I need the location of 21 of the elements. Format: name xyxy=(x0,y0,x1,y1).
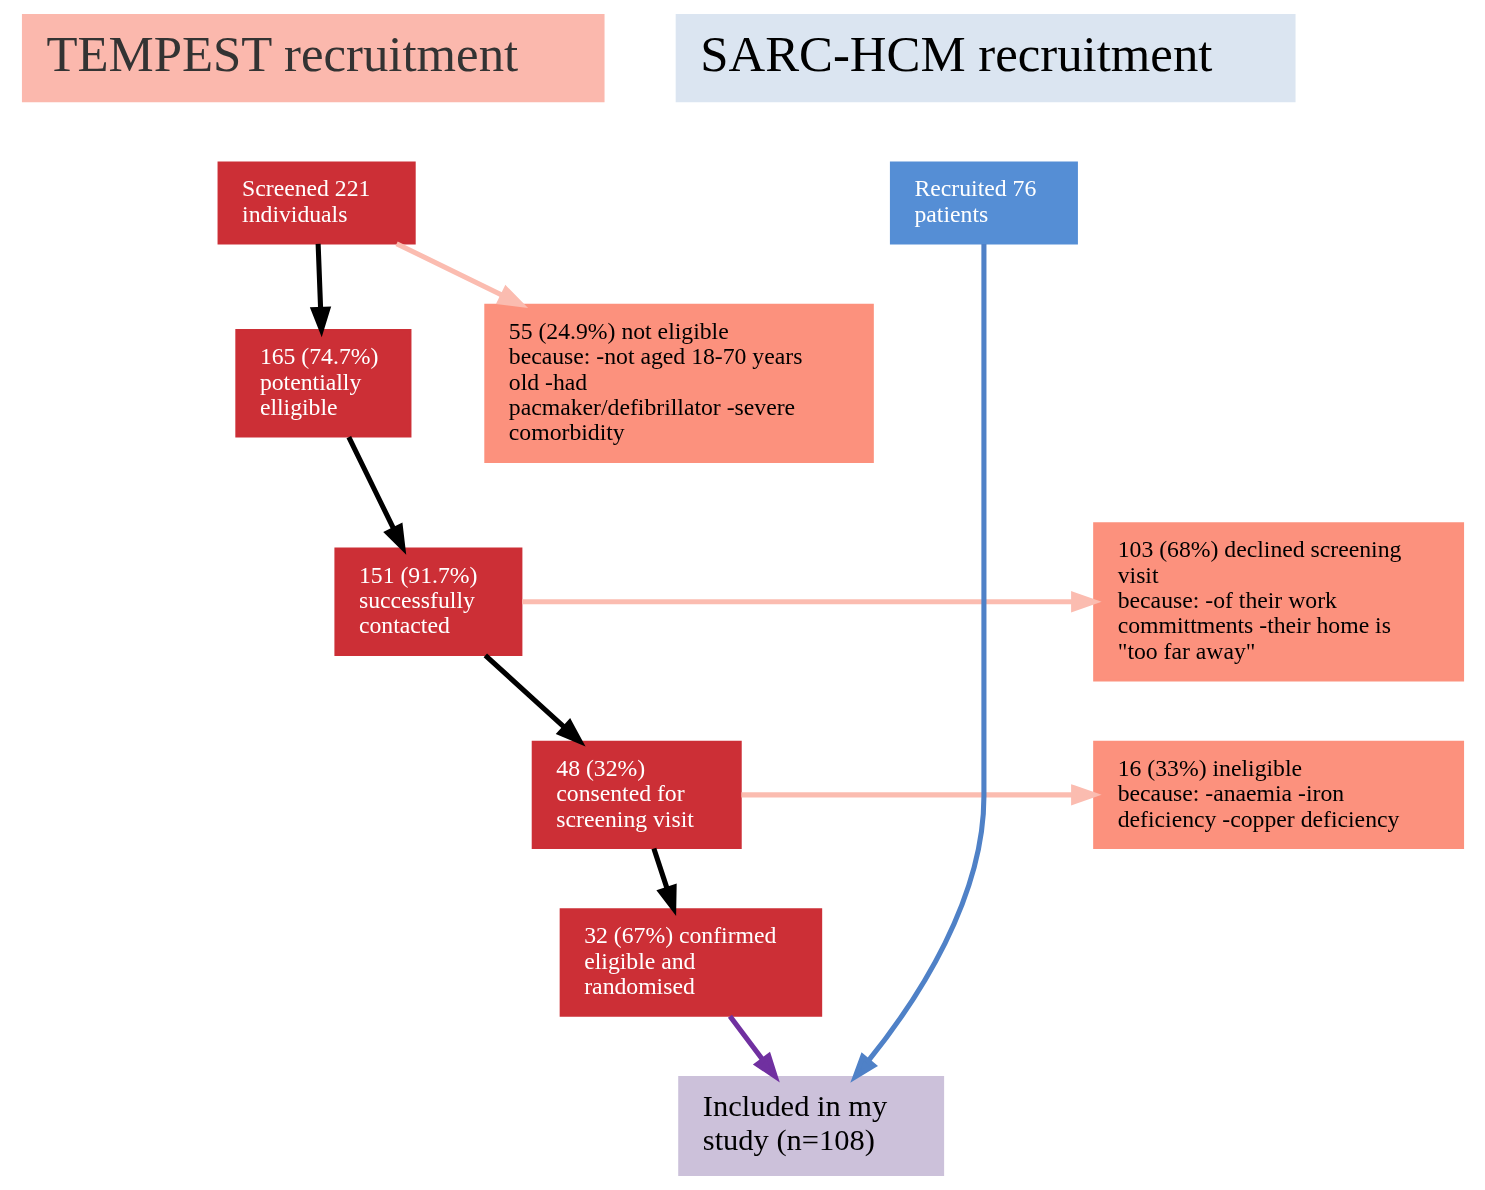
arrow xyxy=(727,1014,780,1083)
node-box: 165 (74.7%) potentially elligible xyxy=(234,329,411,438)
arrow xyxy=(650,847,677,916)
node-box: 48 (32%) consented for screening visit xyxy=(531,740,742,850)
node-box: 151 (91.7%) successfully contacted xyxy=(333,547,522,656)
node-box: 16 (33%) ineligible because: -anaemia -iron deficiency -copper deficiency xyxy=(1092,740,1464,850)
node-box: Recruited 76 patients xyxy=(889,161,1078,245)
node-box: 55 (24.9%) not eligible because: -not aged 18-70 years old -had pacmaker/defibrillator -severe comorbidity xyxy=(483,303,874,463)
arrow xyxy=(395,241,528,308)
arrow xyxy=(521,591,1102,613)
node-box: Included in my study (n=108) xyxy=(677,1076,944,1176)
arrow xyxy=(346,435,406,555)
arrow xyxy=(849,243,986,1083)
node-box: Screened 221 individuals xyxy=(217,161,416,245)
arrow xyxy=(483,653,586,747)
node-box: 32 (67%) confirmed eligible and randomised xyxy=(559,908,822,1017)
node-box: 103 (68%) declined screening visit because: -of their work committments -their home is "too far away" xyxy=(1092,522,1464,682)
arrow xyxy=(740,784,1102,806)
node-box: TEMPEST recruitment xyxy=(21,14,605,103)
arrow xyxy=(309,243,331,338)
node-box: SARC-HCM recruitment xyxy=(675,14,1296,103)
